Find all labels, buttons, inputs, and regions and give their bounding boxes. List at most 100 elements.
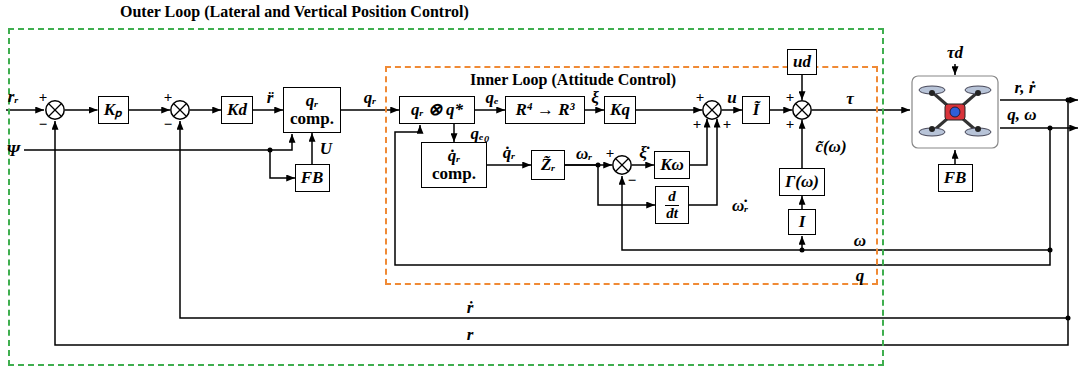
signal-connector — [689, 119, 717, 205]
sign-label: + — [696, 89, 705, 106]
block-label: q̇ᵣ — [448, 147, 460, 165]
inertia-block: Ĩ — [742, 96, 770, 124]
summing-symbol — [45, 100, 65, 120]
summing-symbol — [792, 100, 812, 120]
sign-label: + — [164, 89, 173, 106]
force-wire — [954, 150, 956, 164]
summing-junction: +− — [170, 100, 190, 120]
disturbance-input-block: ud — [787, 49, 817, 75]
sign-label: − — [164, 116, 173, 133]
sign-label: + — [606, 145, 615, 162]
outer-loop-region: Outer Loop (Lateral and Vertical Positio… — [8, 28, 884, 366]
signal-connector — [632, 164, 654, 166]
force-block: FB — [295, 164, 330, 192]
signal-connector — [565, 165, 655, 205]
projection-block: R⁴ → R³ — [505, 96, 585, 124]
region-title: Inner Loop (Attitude Control) — [470, 71, 676, 89]
signal-connector — [487, 164, 531, 166]
signal-connector — [585, 109, 604, 111]
gain-block: Kq — [604, 96, 636, 124]
derivative-block: ddt — [655, 186, 689, 224]
inertia-block: I — [788, 209, 816, 235]
sign-label: − — [628, 172, 637, 189]
signal-label: U — [320, 140, 332, 157]
sign-label: − — [39, 116, 48, 133]
block-label: Z̃ᵣ — [541, 156, 555, 174]
disturbance-wire — [954, 64, 956, 75]
block-label: FB — [944, 169, 967, 187]
quadrotor-illustration — [912, 76, 998, 148]
signal-label: r — [467, 326, 474, 343]
sign-label: + — [39, 89, 48, 106]
summing-junction: +− — [45, 100, 65, 120]
block-label: I — [799, 213, 806, 231]
signal-label: τd — [947, 44, 963, 61]
signal-connector — [636, 109, 702, 111]
signal-connector — [129, 109, 171, 111]
gain-block: Kd — [221, 96, 253, 124]
signal-connector — [801, 120, 803, 168]
force-block: FB — [938, 164, 973, 192]
summing-symbol — [702, 100, 722, 120]
signal-label: qₑ — [485, 89, 498, 106]
feedback-wires — [6, 64, 1078, 345]
signal-connector — [722, 109, 742, 111]
yaw-input-wire — [24, 134, 292, 150]
block-label: d — [665, 189, 679, 206]
block-label: Kq — [610, 101, 630, 119]
signal-connector — [65, 109, 98, 111]
region-title: Outer Loop (Lateral and Vertical Positio… — [120, 3, 469, 21]
block-label: Ĩ — [753, 101, 760, 119]
attitude-output-wire — [1000, 127, 1078, 129]
signal-label: ω — [854, 232, 866, 249]
quaternion-error-block: qᵣ ⊗ q* — [399, 96, 475, 124]
rate-feedback-wire — [622, 176, 1050, 250]
summing-junction: +++ — [702, 100, 722, 120]
block-label: ud — [793, 53, 811, 71]
signal-label: q, ω — [1007, 106, 1036, 123]
block-label: qᵣ — [306, 92, 318, 110]
reference-input-wire — [6, 109, 44, 111]
sign-label: + — [723, 116, 732, 133]
signal-label: ξ — [591, 89, 599, 106]
block-label: comp. — [290, 110, 334, 128]
block-label: FB — [301, 169, 324, 187]
mapping-block: Z̃ᵣ — [531, 150, 565, 180]
block-label: dt — [666, 206, 678, 222]
signal-label: c̃(ω) — [815, 138, 846, 155]
signal-label: rᵣ — [8, 88, 18, 105]
signal-label: ξ̇ — [639, 144, 647, 161]
signal-connector — [475, 109, 505, 111]
sign-label: + — [786, 116, 795, 133]
computation-block: qᵣcomp. — [283, 87, 341, 133]
signal-connector — [190, 109, 221, 111]
signal-connector — [311, 133, 313, 164]
signal-label: q — [856, 267, 865, 284]
block-label: qᵣ ⊗ q* — [411, 101, 463, 119]
signal-connector — [770, 109, 792, 111]
computation-block: q̇ᵣcomp. — [421, 142, 487, 188]
torque-wire — [812, 109, 910, 111]
signal-connector — [253, 109, 283, 111]
block-label: Kd — [227, 101, 247, 119]
summing-junction: ++ — [792, 100, 812, 120]
sign-label: + — [693, 116, 702, 133]
signal-label: Ψ — [6, 142, 20, 159]
signal-label: ω̇ᵣ — [732, 197, 748, 214]
signal-label: ṙ — [467, 299, 474, 316]
gyroscopic-block: Γ(ω) — [779, 168, 825, 196]
signal-connector — [453, 124, 455, 142]
summing-symbol — [170, 100, 190, 120]
signal-label: u — [727, 89, 736, 106]
signal-connector — [801, 196, 803, 209]
signal-label: qₑ₀ — [470, 125, 489, 142]
gain-block: Kₚ — [98, 96, 129, 124]
block-label: R⁴ → R³ — [515, 101, 574, 119]
signal-connector — [341, 109, 399, 111]
block-label: Kₚ — [104, 101, 122, 119]
gain-block: Kω — [654, 151, 690, 179]
signal-label: q̇ᵣ — [503, 144, 515, 161]
inner-loop-region: Inner Loop (Attitude Control) qᵣ ⊗ q* R⁴ →… — [385, 66, 878, 285]
